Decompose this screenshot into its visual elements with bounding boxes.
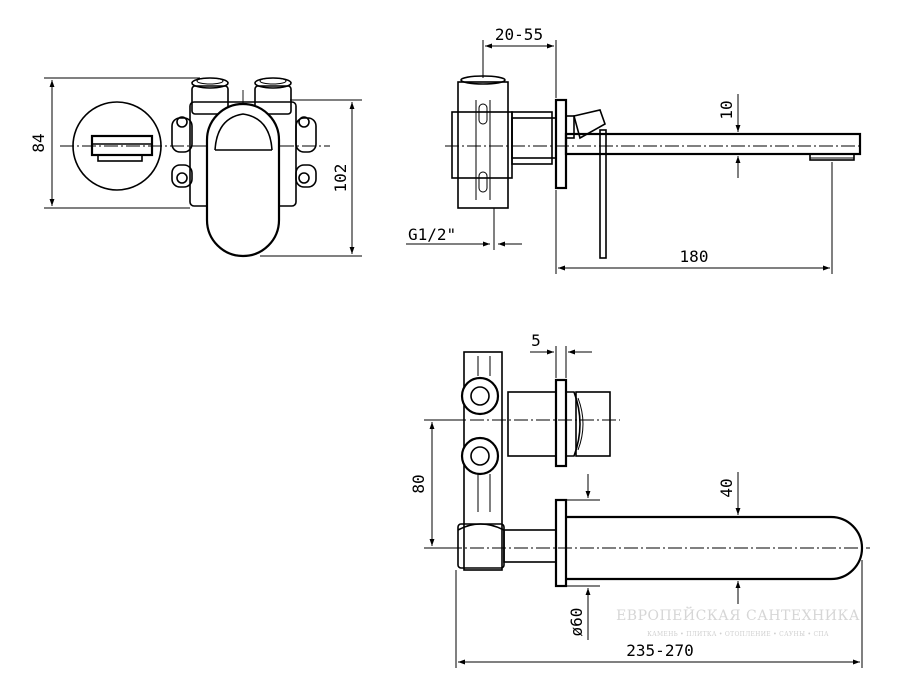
- dim-d60: ø60: [567, 608, 586, 637]
- dim-80: 80: [409, 474, 428, 493]
- dim-5: 5: [531, 331, 541, 350]
- dim-102: 102: [331, 164, 350, 193]
- watermark-subtitle: КАМЕНЬ • ПЛИТКА • ОТОПЛЕНИЕ • САУНЫ • СП…: [647, 631, 829, 638]
- dim-235-270: 235-270: [626, 641, 693, 660]
- dim-180: 180: [680, 247, 709, 266]
- plan-view: 5 80 40 ø60 235-270: [409, 331, 870, 668]
- dim-40: 40: [717, 478, 736, 497]
- dim-g1-2: G1/2": [408, 225, 456, 244]
- watermark: ЕВРОПЕЙСКАЯ САНТЕХНИКА КАМЕНЬ • ПЛИТКА •…: [616, 605, 860, 638]
- dim-84: 84: [29, 133, 48, 152]
- dim-20-55: 20-55: [495, 25, 543, 44]
- front-view: 84 102: [29, 77, 362, 258]
- side-view: 20-55 10 G1/2" 180: [406, 25, 862, 274]
- watermark-title: ЕВРОПЕЙСКАЯ САНТЕХНИКА: [616, 605, 860, 624]
- dim-10: 10: [717, 100, 736, 119]
